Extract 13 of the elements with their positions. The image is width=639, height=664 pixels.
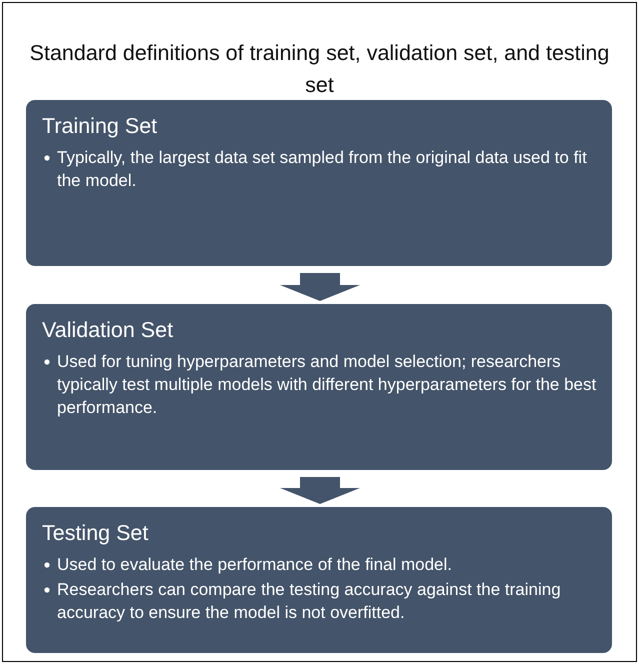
definition-box	[26, 100, 612, 266]
box-heading: Training Set	[42, 113, 158, 140]
title: Standard definitions of training set, validation set, and testing set	[28, 40, 610, 99]
definition-box	[26, 507, 612, 653]
bullet-text: Typically, the largest data set sampled from the original data used to fit the model.	[42, 146, 598, 192]
box-heading: Testing Set	[42, 520, 150, 547]
bullet-text: Used to evaluate the performance of the final model.	[42, 553, 598, 576]
bullet-text: Researchers can compare the testing accuracy against the training accuracy to ensure the model is not overfitted.	[42, 578, 598, 624]
bullet-text: Used for tuning hyperparameters and model selection; researchers typically test multiple models with different hyperparameters for the best performance.	[42, 350, 598, 419]
box-heading: Validation Set	[42, 317, 174, 344]
block-arrow	[280, 477, 360, 504]
definition-box	[26, 304, 612, 470]
block-arrow	[280, 273, 360, 301]
